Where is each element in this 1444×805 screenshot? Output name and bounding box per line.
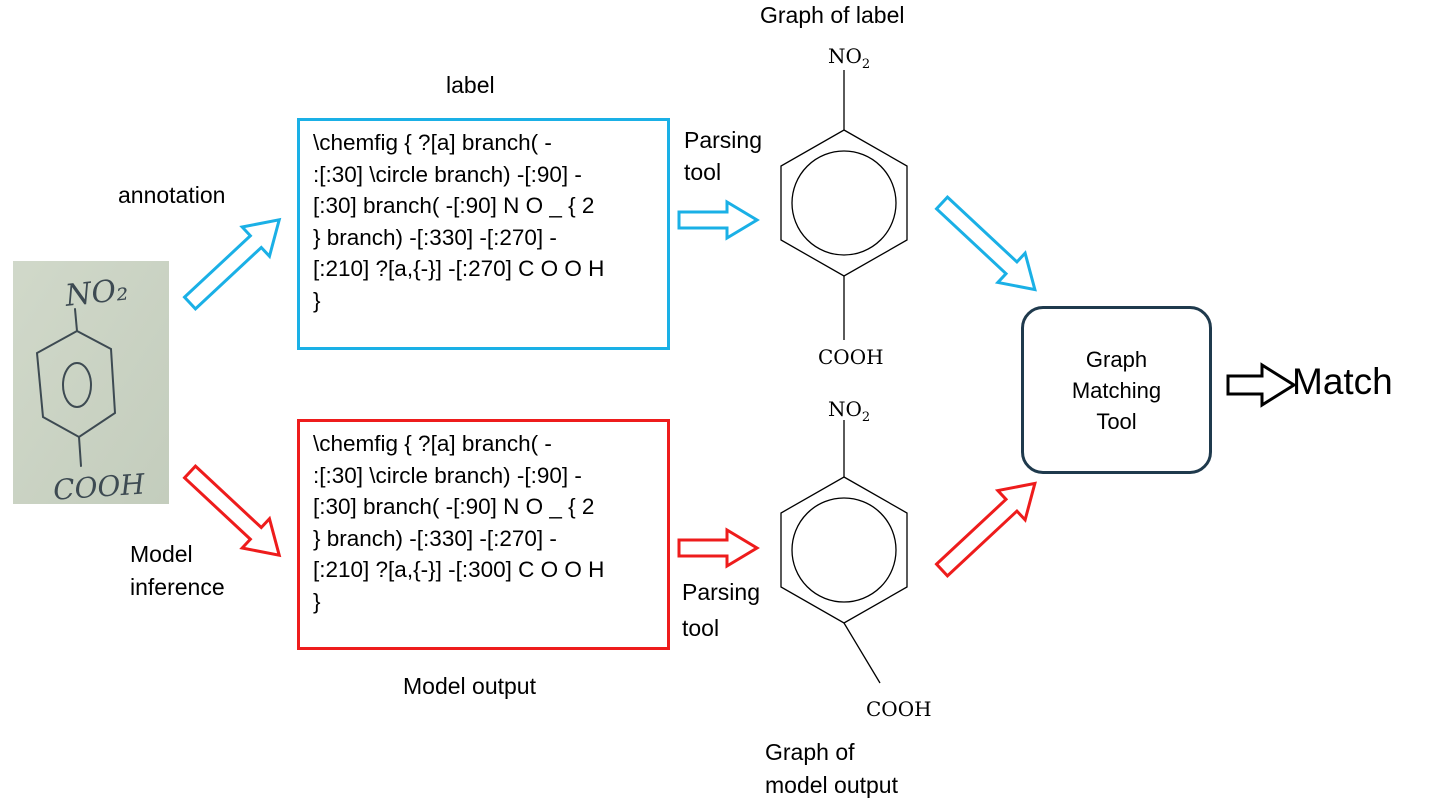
output-code-line: [:210] ?[a,{-}] -[:300] C O O H <box>313 557 605 582</box>
match-result: Match <box>1292 361 1393 402</box>
handwritten-no2: NO₂ <box>63 272 130 313</box>
annotation-label: annotation <box>118 182 226 208</box>
parsing-tool-top-line1: Parsing <box>684 127 762 153</box>
label-code-box: \chemfig { ?[a] branch( - :[:30] \circle… <box>297 118 670 350</box>
model-inference-arrow <box>182 464 282 558</box>
parsing-arrow-top <box>677 199 760 241</box>
output-code-line: :[:30] \circle branch) -[:90] - <box>313 462 582 488</box>
label-title: label <box>446 72 495 98</box>
parsing-tool-bottom-line1: Parsing <box>682 579 760 605</box>
label-code-line: \chemfig { ?[a] branch( - <box>313 130 552 155</box>
output-code-line: \chemfig { ?[a] branch( - <box>313 431 552 456</box>
graph-of-label-title: Graph of label <box>760 2 905 28</box>
graph-matching-tool-box: Graph Matching Tool <box>1021 306 1212 474</box>
label-code-line: } branch) -[:330] -[:270] - <box>313 224 557 250</box>
handwritten-cooh: COOH <box>52 467 146 504</box>
handwritten-molecule-image: NO₂ COOH <box>13 261 169 504</box>
parsing-tool-top-line2: tool <box>684 159 722 185</box>
graph-to-matching-arrow-bottom <box>934 481 1037 578</box>
graph-of-output-title-line2: model output <box>765 772 898 798</box>
output-code-line: } <box>313 588 321 614</box>
graph-to-matching-arrow-top <box>934 195 1037 292</box>
annotation-arrow <box>182 217 282 311</box>
match-arrow <box>1226 362 1297 408</box>
label-graph-cooh: COOH <box>818 345 884 369</box>
matching-tool-line: Graph <box>1085 346 1148 372</box>
label-code-line: [:30] branch( -[:90] N O _ { 2 <box>313 193 595 218</box>
output-graph-cooh: COOH <box>866 697 932 721</box>
model-inference-label-line1: Model <box>130 541 193 567</box>
label-code-line: :[:30] \circle branch) -[:90] - <box>313 161 582 187</box>
parsing-tool-bottom-line2: tool <box>682 615 720 641</box>
label-graph-molecule <box>780 70 908 340</box>
matching-tool-line: Matching <box>1071 377 1162 403</box>
output-graph-no2: NO2 <box>828 397 871 425</box>
matching-tool-line: Tool <box>1096 408 1137 434</box>
graph-of-output-title-line1: Graph of <box>765 739 855 765</box>
model-output-code-box: \chemfig { ?[a] branch( - :[:30] \circle… <box>297 419 670 650</box>
model-inference-label-line2: inference <box>130 574 225 600</box>
model-output-title: Model output <box>403 673 536 699</box>
output-code-line: } branch) -[:330] -[:270] - <box>313 525 557 551</box>
label-code-line: } <box>313 287 321 313</box>
output-code-line: [:30] branch( -[:90] N O _ { 2 <box>313 494 595 519</box>
parsing-arrow-bottom <box>677 527 760 569</box>
output-graph-molecule <box>780 420 908 684</box>
label-graph-no2: NO2 <box>828 44 871 72</box>
label-code-line: [:210] ?[a,{-}] -[:270] C O O H <box>313 256 605 281</box>
